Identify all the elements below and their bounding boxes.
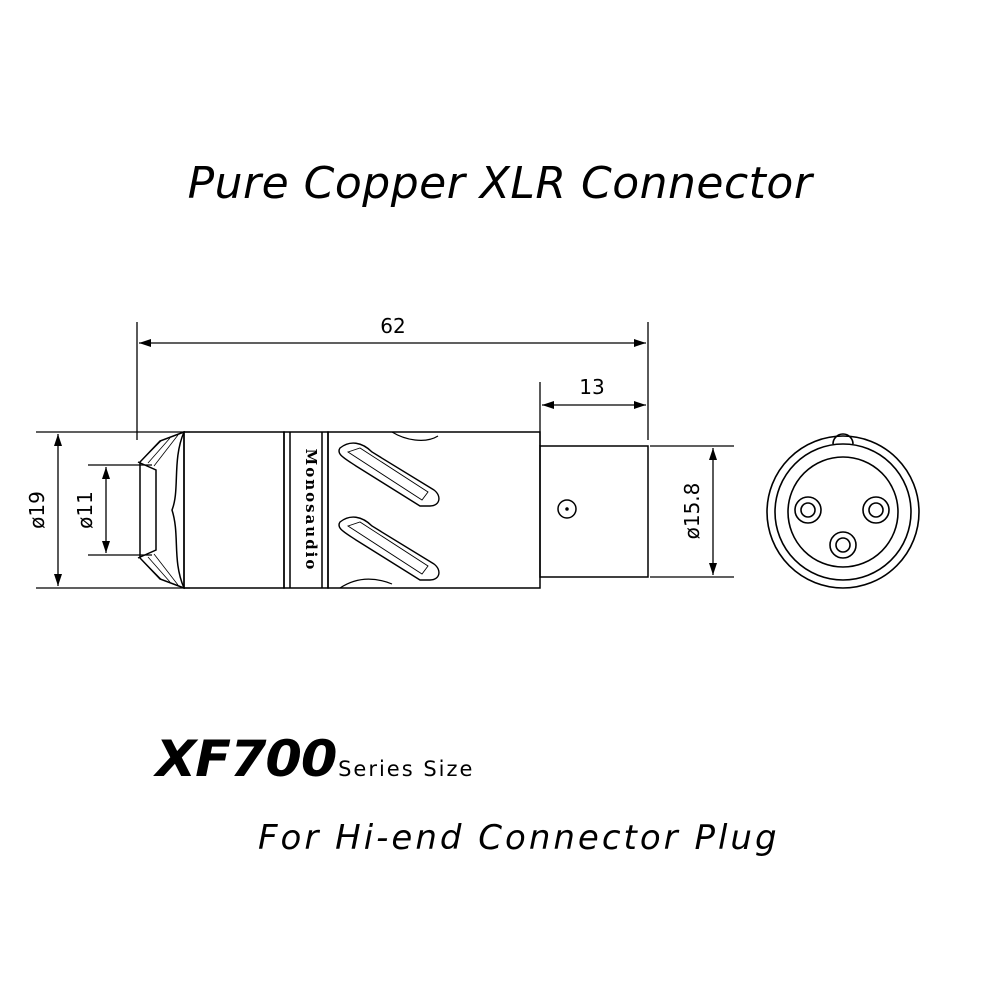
series-label: Series Size [338, 757, 475, 781]
outer-diameter-label: ø19 [25, 491, 49, 529]
latch-button [557, 499, 577, 519]
model-row: XF700Series Size [156, 730, 475, 788]
overall-length-label: 62 [380, 314, 405, 338]
overall-length-dimension: 62 [136, 314, 649, 440]
main-body [183, 431, 285, 589]
model-name: XF700 [155, 730, 338, 788]
pin-1 [794, 496, 822, 524]
outer-diameter-dimension: ø19 [25, 431, 190, 589]
connector-front-view [766, 433, 920, 589]
brand-text: Monosaudio [302, 449, 320, 572]
plug-length-label: 13 [579, 375, 604, 399]
grip-slot [338, 442, 440, 507]
plug-sleeve [539, 445, 649, 578]
plug-diameter-label: ø15.8 [680, 483, 704, 540]
connector-side-view [137, 430, 649, 590]
plug-length-dimension: 13 [539, 375, 646, 446]
diagram-title: Pure Copper XLR Connector [187, 158, 813, 209]
grip-slot [338, 516, 440, 581]
cable-diameter-dimension: ø11 [73, 464, 152, 556]
cable-diameter-label: ø11 [73, 491, 97, 529]
pin-2 [862, 496, 890, 524]
pin-3 [829, 531, 857, 559]
subtitle: For Hi-end Connector Plug [258, 818, 780, 858]
plug-diameter-dimension: ø15.8 [650, 445, 734, 578]
